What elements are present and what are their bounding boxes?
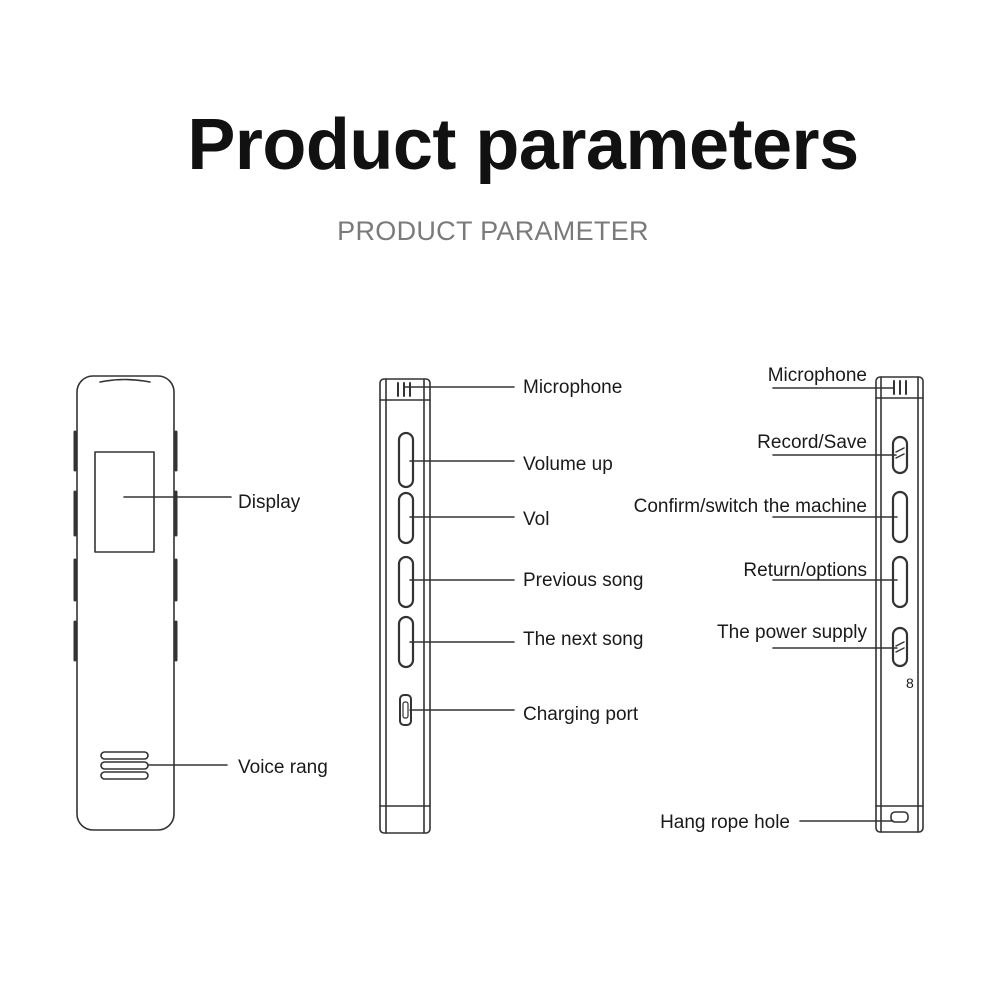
page-subtitle: PRODUCT PARAMETER (337, 216, 649, 246)
front-speaker-grille (100, 751, 149, 780)
label-charging-port: Charging port (523, 704, 639, 725)
right-rope-hole (890, 811, 909, 823)
right-side-body-outline (875, 376, 924, 833)
label-volume-up: Volume up (523, 454, 613, 475)
label-display: Display (238, 492, 301, 513)
left-mic-holes (397, 382, 411, 397)
label-confirm-switch: Confirm/switch the machine (633, 496, 867, 517)
label-vol: Vol (523, 509, 550, 530)
label-right-microphone: Microphone (767, 365, 867, 386)
left-button-volume-up (397, 431, 415, 489)
front-view-device (73, 375, 178, 831)
label-next-song: The next song (523, 629, 644, 650)
label-record-save: Record/Save (757, 432, 867, 453)
page-title: Product parameters (187, 105, 859, 185)
label-return-options: Return/options (743, 560, 867, 581)
front-top-cap (99, 378, 151, 383)
label-previous-song: Previous song (523, 570, 644, 591)
left-side-device (379, 378, 431, 834)
right-side-device (875, 376, 924, 833)
label-left-microphone: Microphone (523, 377, 623, 398)
left-button-vol (397, 491, 415, 545)
front-display-screen (94, 451, 155, 553)
left-button-previous (397, 555, 415, 609)
label-power-supply: The power supply (717, 622, 867, 643)
right-switch-power (891, 626, 909, 668)
left-side-body-outline (379, 378, 431, 834)
label-hang-rope-hole: Hang rope hole (660, 812, 790, 833)
front-body-outline (76, 375, 175, 831)
right-button-return (891, 555, 909, 609)
right-mic-holes (893, 380, 907, 395)
right-device-mark: 8 (906, 675, 914, 691)
label-voice: Voice rang (238, 757, 328, 778)
